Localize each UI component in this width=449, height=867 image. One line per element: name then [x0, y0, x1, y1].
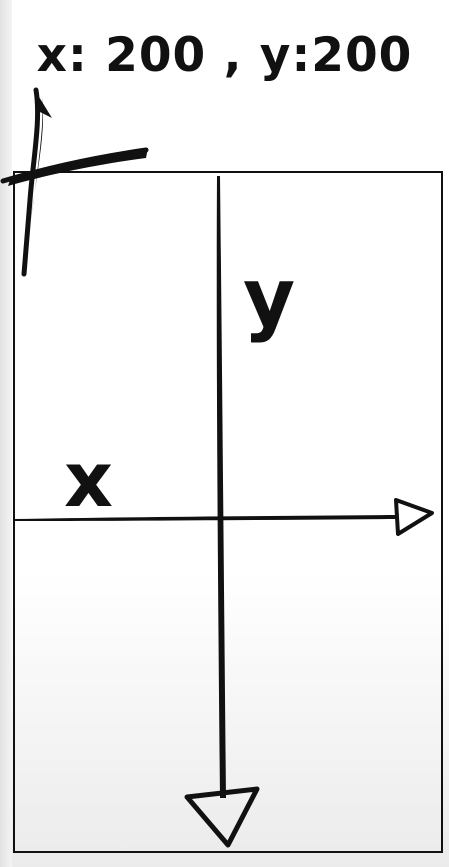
x-axis-arrowhead — [394, 498, 434, 536]
y-axis-arrow — [184, 176, 260, 848]
y-axis-arrowhead — [184, 786, 260, 848]
y-axis-label: y — [243, 251, 296, 344]
x-axis-label: x — [64, 435, 114, 524]
left-edge-strip — [0, 0, 12, 867]
origin-cross-mark — [0, 87, 149, 277]
x-axis-arrow — [14, 498, 434, 536]
screen-frame — [13, 171, 443, 853]
coordinate-readout: x: 200 , y:200 — [36, 28, 413, 83]
